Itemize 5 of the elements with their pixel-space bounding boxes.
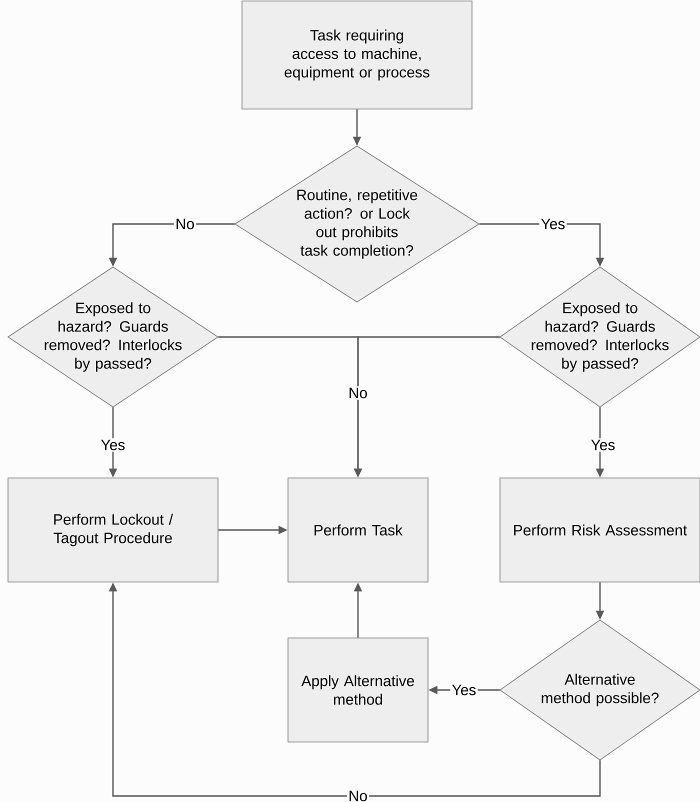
process-box: Perform Risk Assessment [500,478,700,582]
process-box: Task requiring access to machine, equipment or process [242,0,472,110]
process-box: Perform Task [288,478,428,582]
process-box: Perform Lockout / Tagout Procedure [8,478,218,582]
process-box: Apply Alternative method [288,638,428,742]
